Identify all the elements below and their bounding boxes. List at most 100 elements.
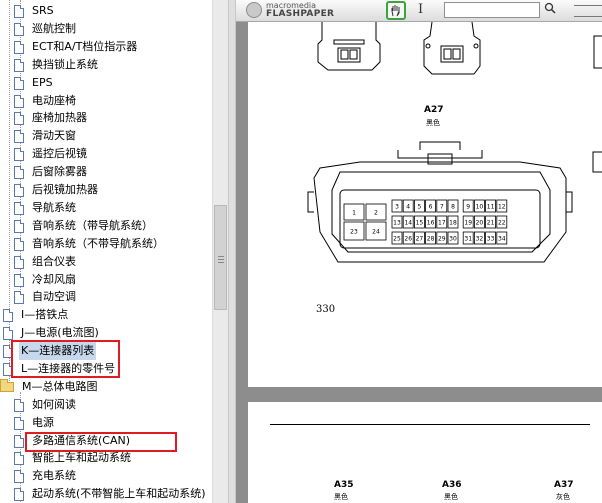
tree-item[interactable]: 后视镜加热器 — [14, 181, 100, 199]
magnifier-icon[interactable] — [542, 2, 558, 18]
scrollbar-thumb[interactable] — [214, 205, 227, 310]
tree-item[interactable]: SRS — [14, 2, 56, 20]
tree-item-label: I—搭铁点 — [21, 308, 69, 321]
hand-tool-button[interactable] — [386, 1, 406, 20]
tree-item[interactable]: 电源 — [14, 414, 56, 432]
connector-pin-number: 1 — [352, 210, 356, 217]
document-icon — [14, 183, 24, 197]
connector-pin — [436, 215, 448, 229]
hand-icon — [391, 5, 400, 17]
tree-item[interactable]: 滑动天窗 — [14, 127, 78, 145]
connector-pin — [447, 215, 459, 229]
connector-pin — [343, 221, 365, 241]
connector-pin — [425, 231, 437, 245]
panel-splitter[interactable] — [228, 0, 236, 503]
connector-label-a36: A36 — [442, 480, 462, 490]
tree-item-label: 音响系统（不带导航系统） — [32, 237, 164, 250]
connector-pin-number: 21 — [487, 220, 495, 227]
tree-item-label: J—电源(电流图) — [21, 326, 99, 339]
tree-item-label: 遥控后视镜 — [32, 147, 87, 160]
tree-item[interactable]: K—连接器列表 — [3, 342, 97, 360]
connector-color-a27: 黑色 — [426, 119, 440, 127]
tree-item[interactable]: 换挡锁止系统 — [14, 56, 100, 74]
document-icon — [14, 487, 24, 501]
connector-pin-number: 30 — [449, 236, 457, 243]
document-icon — [14, 451, 24, 465]
tree-item[interactable]: 座椅加热器 — [14, 109, 89, 127]
tree-item[interactable]: 冷却风扇 — [14, 271, 78, 289]
connector-pin-number: 32 — [476, 236, 484, 243]
tree-item[interactable]: 充电系统 — [14, 467, 78, 485]
connector-pin-number: 5 — [417, 204, 421, 211]
tree-item-label: 音响系统（带导航系统） — [32, 219, 153, 232]
connector-pin-number: 8 — [451, 204, 455, 211]
connector-pin — [473, 231, 485, 245]
connector-pin-number: 28 — [427, 236, 435, 243]
connector-pin-number: 26 — [404, 236, 412, 243]
connector-pin — [391, 215, 403, 229]
tree-item[interactable]: 音响系统（不带导航系统） — [14, 235, 166, 253]
tree-item[interactable]: 音响系统（带导航系统） — [14, 217, 155, 235]
document-icon — [14, 273, 24, 287]
document-icon — [14, 434, 24, 448]
tree-item-label: 自动空调 — [32, 290, 76, 303]
tree-scrollbar[interactable] — [212, 0, 228, 503]
tree-item[interactable]: L—连接器的零件号 — [3, 360, 117, 378]
document-icon — [14, 147, 24, 161]
tree-item[interactable]: I—搭铁点 — [3, 306, 70, 324]
connector-pin-number: 34 — [498, 236, 506, 243]
document-icon — [14, 40, 24, 54]
connector-pin-number: 13 — [393, 220, 401, 227]
tree-item[interactable]: EPS — [14, 74, 55, 92]
tree-item[interactable]: 自动空调 — [14, 288, 78, 306]
search-input[interactable] — [444, 2, 540, 18]
document-icon — [14, 398, 24, 412]
tree-item[interactable]: 多路通信系统(CAN) — [14, 432, 132, 450]
tree-item[interactable]: 智能上车和起动系统 — [14, 449, 133, 467]
tree-item-label: 电动座椅 — [32, 94, 76, 107]
tree-item[interactable]: 起动系统(不带智能上车和起动系统) — [14, 485, 208, 503]
tree-item[interactable]: 遥控后视镜 — [14, 145, 89, 163]
tree-item[interactable]: 组合仪表 — [14, 253, 78, 271]
document-icon — [14, 255, 24, 269]
connector-label-a37: A37 — [554, 480, 574, 490]
tree-item-label: SRS — [32, 4, 54, 17]
tree-item[interactable]: ECT和A/T档位指示器 — [14, 38, 139, 56]
connector-pin — [473, 215, 485, 229]
tree-item-label: EPS — [32, 76, 53, 89]
flashpaper-viewer: macromedia FLASHPAPER I — [236, 0, 602, 503]
tree-item[interactable]: 电动座椅 — [14, 92, 78, 110]
connector-pin — [413, 231, 425, 245]
connector-pin — [402, 199, 414, 213]
tree-item-label: ECT和A/T档位指示器 — [32, 40, 138, 53]
tree-item[interactable]: 导航系统 — [14, 199, 78, 217]
tree-item[interactable]: 如何阅读 — [14, 396, 78, 414]
text-cursor-icon[interactable]: I — [418, 2, 424, 17]
tree-item-label: 电源 — [32, 416, 54, 429]
document-page-2: A35 黑色 A36 黑色 A37 灰色 — [248, 402, 602, 503]
connector-pin — [436, 199, 448, 213]
tree-item[interactable]: 后窗除雾器 — [14, 163, 89, 181]
tree-item[interactable]: 巡航控制 — [14, 20, 78, 38]
connector-color-a35: 黑色 — [334, 493, 348, 501]
viewer-toolbar: macromedia FLASHPAPER I — [236, 0, 602, 22]
connector-pin — [425, 199, 437, 213]
tree-item[interactable]: J—电源(电流图) — [3, 324, 101, 342]
document-icon — [14, 201, 24, 215]
tree-item[interactable]: M—总体电路图 — [0, 378, 100, 396]
connector-pin — [473, 199, 485, 213]
tree-item-label: 组合仪表 — [32, 255, 76, 268]
brand-big-text: FLASHPAPER — [266, 9, 335, 19]
folder-open-icon — [0, 379, 14, 392]
tree-item-label: 滑动天窗 — [32, 129, 76, 142]
connector-pin — [485, 199, 497, 213]
zoom-slider[interactable] — [574, 5, 602, 17]
connector-pin-number: 4 — [406, 204, 410, 211]
document-icon — [3, 308, 13, 322]
connector-pin — [462, 215, 474, 229]
connector-pin — [391, 199, 403, 213]
connector-pin — [462, 199, 474, 213]
connector-pin-number: 12 — [498, 204, 506, 211]
brand-small-text: macromedia — [266, 1, 317, 10]
